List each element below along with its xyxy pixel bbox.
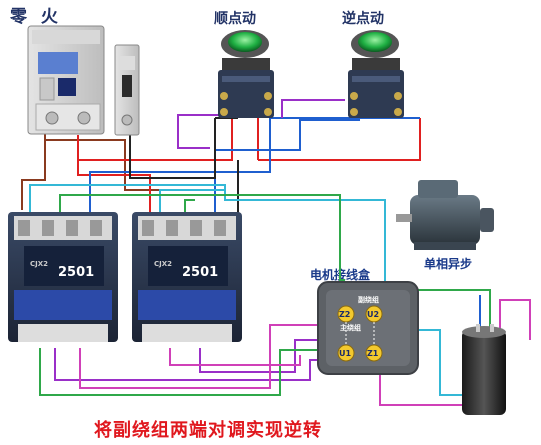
terminal-z2: Z2 [339,310,350,319]
contactor-1-brand: CJX2 [30,260,48,268]
terminal-z1: Z1 [367,349,379,358]
contactor-2-brand: CJX2 [154,260,172,268]
terminal-u1: U1 [339,349,351,358]
capacitor [462,324,506,415]
main-winding-label: 主绕组 [340,323,361,332]
label-forward-jog: 顺点动 [214,11,256,27]
contactor-1: 2501 CJX2 [8,212,118,342]
terminal-u2: U2 [367,310,379,319]
caption: 将副绕组两端对调实现逆转 [94,420,322,441]
circuit-breaker-1p [114,44,140,136]
contactor-2-model: 2501 [182,265,218,280]
label-neutral-live: 零 火 [10,7,62,27]
contactor-2: 2501 CJX2 [132,212,242,342]
motor-terminal-box: 副绕组 主绕组 Z2 U2 U1 Z1 [317,281,419,375]
circuit-breaker-2p [27,25,105,135]
contactor-1-model: 2501 [58,265,94,280]
aux-winding-label: 副绕组 [358,295,379,304]
label-single-phase-async: 单相异步 [424,257,473,271]
label-reverse-jog: 逆点动 [342,11,384,27]
motor [396,180,494,250]
forward-push-button [218,30,274,118]
reverse-push-button [348,30,404,118]
